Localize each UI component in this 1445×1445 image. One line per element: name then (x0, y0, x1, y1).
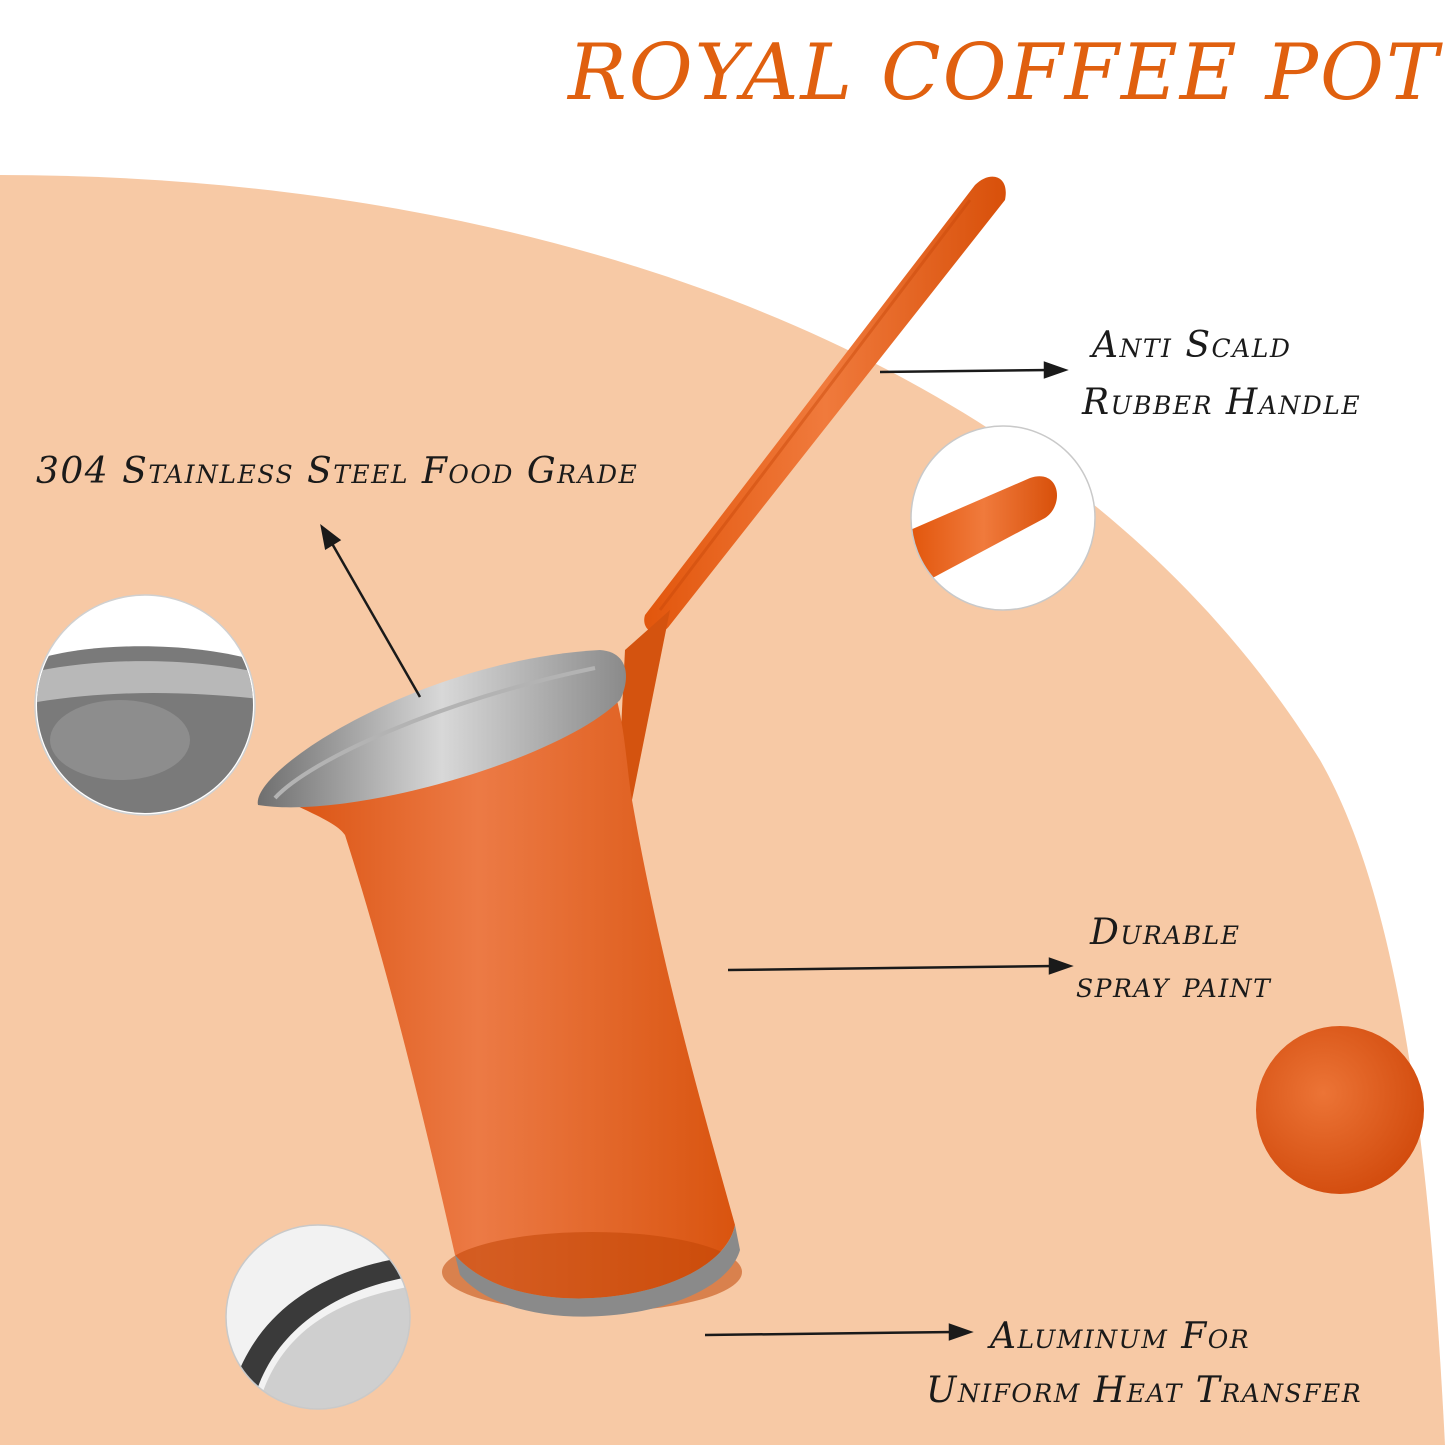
paint-swatch-circle (1256, 1026, 1424, 1194)
callout-base-line1: Aluminum For (990, 1316, 1251, 1357)
callout-handle-line1: Anti Scald (1092, 325, 1292, 366)
rubber-handle (618, 176, 1006, 800)
callout-paint-line1: Durable (1090, 912, 1241, 953)
callout-arrows (320, 361, 1074, 1341)
page-title: ROYAL COFFEE POT (567, 28, 1440, 118)
callout-handle: Anti Scald Rubber Handle (1082, 318, 1361, 432)
callout-steel: 304 Stainless Steel Food Grade (36, 444, 638, 501)
callout-base: Aluminum For Uniform Heat Transfer (926, 1310, 1362, 1418)
steel-detail-circle (34, 594, 256, 816)
base-detail-circle (225, 1224, 411, 1410)
callout-base-line2: Uniform Heat Transfer (926, 1370, 1363, 1411)
pot-rim-steel (257, 650, 626, 808)
pot-body (268, 655, 742, 1317)
callout-handle-line2: Rubber Handle (1082, 381, 1362, 423)
callout-steel-line1: 304 Stainless Steel Food Grade (36, 451, 639, 492)
handle-detail-circle (910, 425, 1096, 611)
callout-paint: Durable spray paint (1076, 905, 1271, 1015)
callout-paint-line2: spray paint (1076, 964, 1272, 1006)
